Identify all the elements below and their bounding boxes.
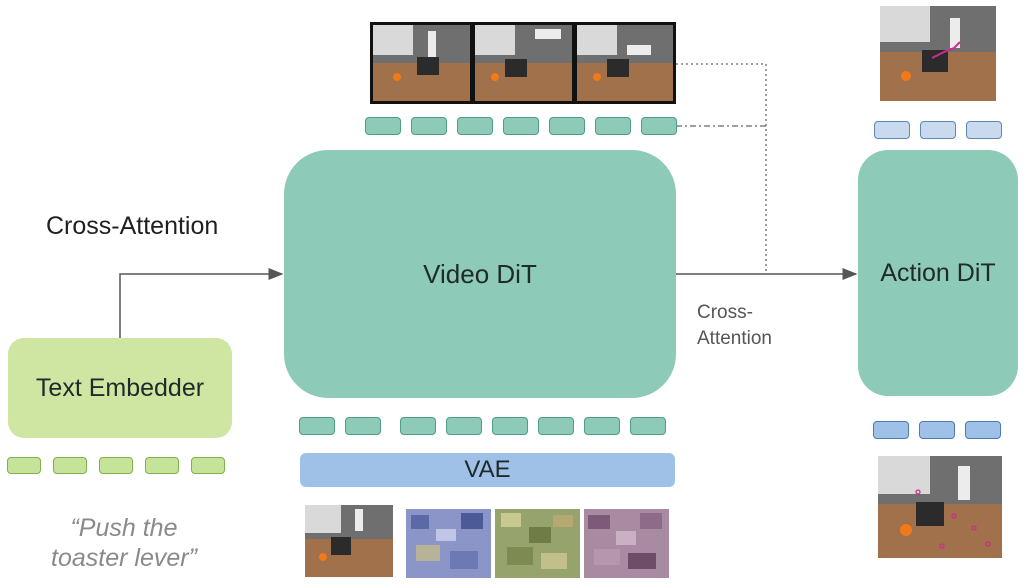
text-token — [53, 457, 87, 474]
video-dit-block: Video DiT — [284, 150, 676, 398]
latent-token — [595, 117, 631, 135]
latent-token — [299, 417, 335, 435]
latent-token — [538, 417, 574, 435]
latent-token — [641, 117, 677, 135]
generated-video-frames — [370, 22, 676, 104]
cross-attention-label-right: Cross- Attention — [697, 300, 772, 352]
action-token — [874, 121, 910, 139]
cross-attention-label-left: Cross-Attention — [46, 212, 219, 240]
input-frame — [305, 505, 393, 577]
vae-label: VAE — [464, 456, 511, 483]
latent-token — [492, 417, 528, 435]
latent-token — [365, 117, 401, 135]
text-to-video-arrow — [119, 268, 284, 338]
noise-frame — [495, 509, 580, 578]
latent-token — [549, 117, 585, 135]
action-token — [966, 121, 1002, 139]
prompt-line1: “Push the — [70, 514, 178, 542]
noise-frame — [584, 509, 669, 578]
latent-token — [630, 417, 666, 435]
prompt-line2: toaster lever” — [51, 544, 197, 572]
latent-token — [457, 117, 493, 135]
action-token — [965, 421, 1001, 439]
latent-token — [446, 417, 482, 435]
text-token — [191, 457, 225, 474]
vae-block: VAE — [300, 453, 675, 487]
video-frame — [373, 25, 470, 101]
video-dit-label: Video DiT — [423, 258, 537, 289]
text-embedder-block: Text Embedder — [8, 338, 232, 438]
noise-frame — [406, 509, 491, 578]
latent-token — [345, 417, 381, 435]
latent-token — [400, 417, 436, 435]
latent-token — [411, 117, 447, 135]
action-dit-label: Action DiT — [880, 258, 996, 287]
latent-token — [584, 417, 620, 435]
video-frame — [577, 25, 673, 101]
action-input-frame — [878, 456, 1002, 558]
latent-token — [503, 117, 539, 135]
text-token — [99, 457, 133, 474]
video-frame — [475, 25, 572, 101]
text-embedder-label: Text Embedder — [35, 373, 205, 402]
frames-dotted-connector — [676, 63, 767, 274]
action-output-frame — [880, 6, 996, 101]
text-token — [7, 457, 41, 474]
action-token — [873, 421, 909, 439]
action-token — [919, 421, 955, 439]
text-token — [145, 457, 179, 474]
cross-attention-line2: Attention — [697, 328, 772, 349]
prompt-text: “Push the toaster lever” — [34, 513, 214, 573]
cross-attention-line1: Cross- — [697, 302, 753, 323]
action-dit-block: Action DiT — [858, 150, 1018, 396]
action-token — [920, 121, 956, 139]
